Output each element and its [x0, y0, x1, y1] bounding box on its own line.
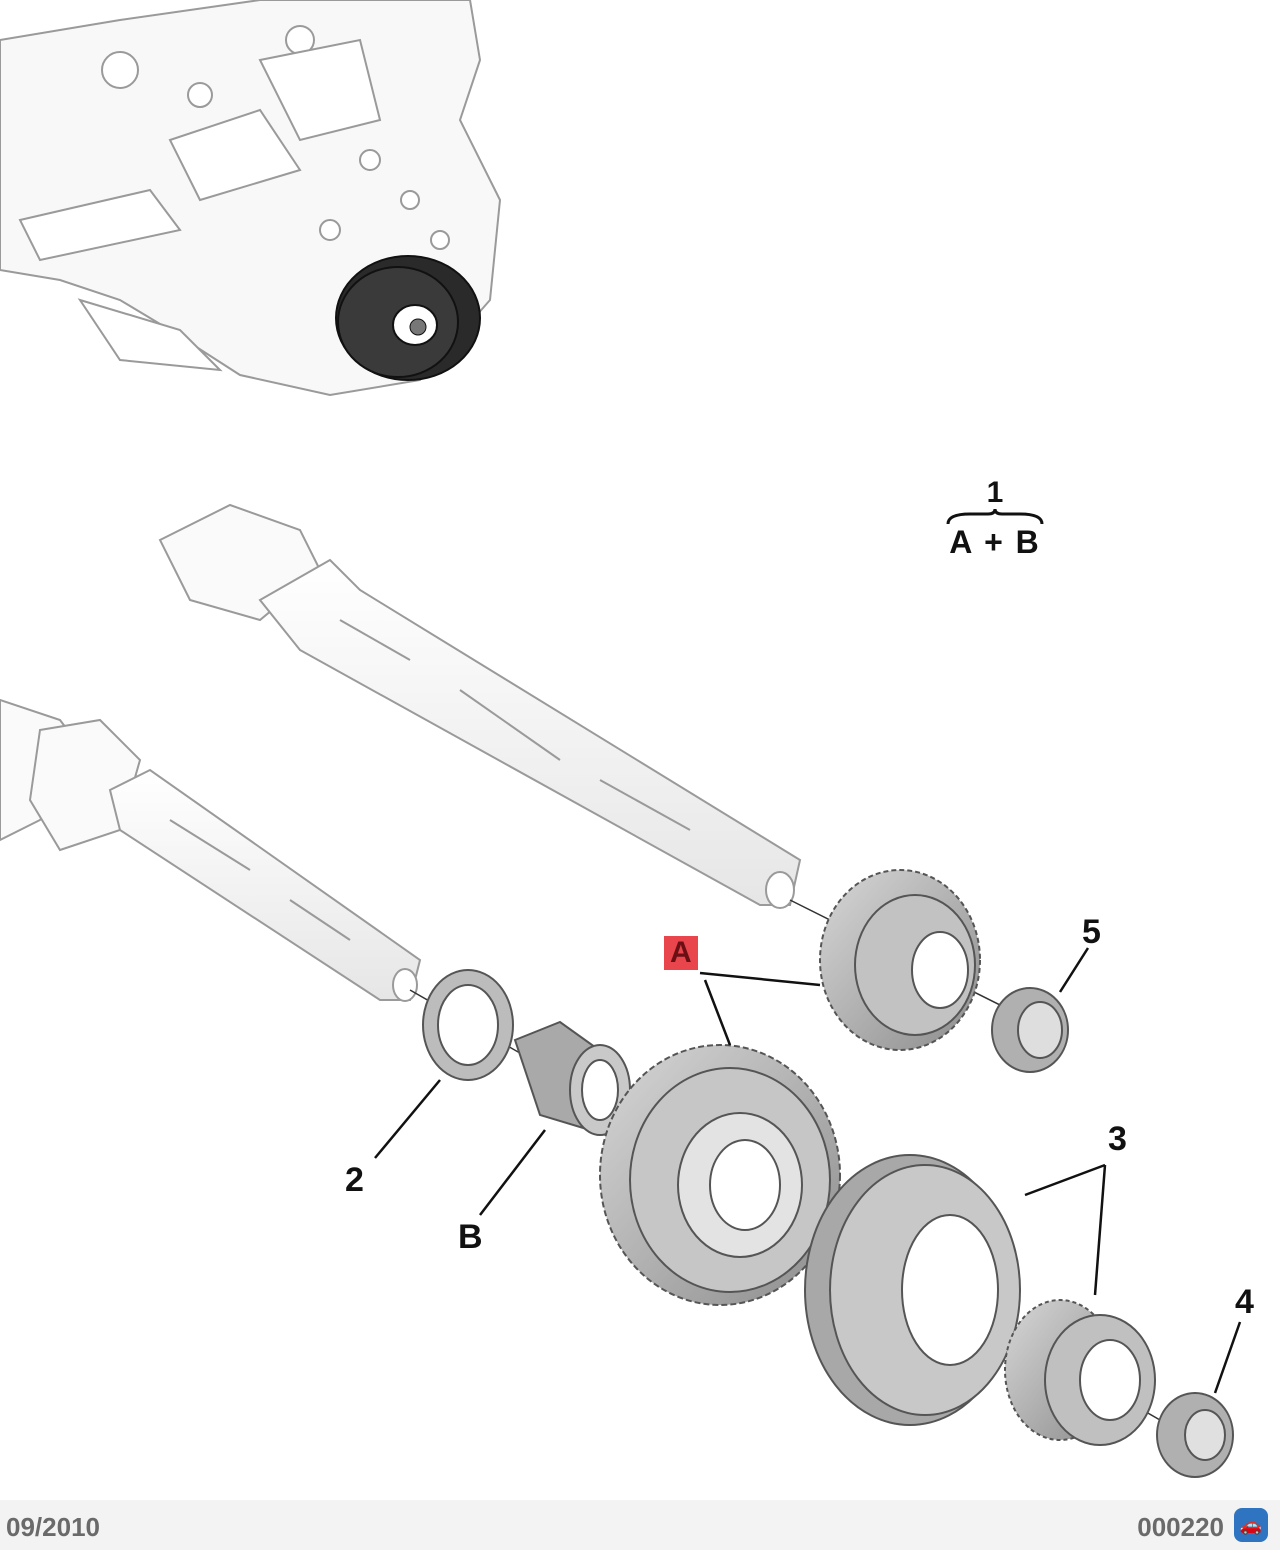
- exploded-diagram: 1 A + B A 5 2 B 3 4: [0, 0, 1254, 1478]
- car-icon[interactable]: 🚗: [1234, 1508, 1268, 1542]
- highlighted-gear-assembly: [335, 255, 481, 381]
- part-5-label: 5: [1082, 913, 1101, 951]
- synchro-hub: [1004, 1299, 1156, 1446]
- diagram-drawing: [0, 0, 1242, 1478]
- formula-label: A + B: [949, 524, 1041, 560]
- nut-upper: [991, 987, 1069, 1073]
- part-A-label: A: [664, 936, 698, 970]
- large-gear: [599, 1044, 841, 1306]
- part-4-label: 4: [1235, 1283, 1254, 1321]
- part-2-label: 2: [345, 1161, 364, 1199]
- part-B-label: B: [458, 1218, 483, 1256]
- thrust-washer: [422, 969, 514, 1081]
- lower-shaft: [0, 698, 422, 1002]
- synchro-sleeve: [804, 1154, 1021, 1426]
- upper-gear: [819, 869, 981, 1051]
- assembly-formula: 1 A + B: [940, 478, 1050, 558]
- nut-lower: [1156, 1392, 1234, 1478]
- part-3-label: 3: [1108, 1120, 1127, 1158]
- brace-icon: [946, 508, 1044, 525]
- footer-date: 09/2010: [6, 1512, 100, 1542]
- upper-shaft: [158, 503, 802, 909]
- leader-lines: [374, 947, 1242, 1394]
- part-1-label: 1: [986, 476, 1004, 509]
- footer-code: 000220: [1137, 1512, 1224, 1542]
- footer-bar: 09/2010 000220 🚗: [0, 1500, 1280, 1550]
